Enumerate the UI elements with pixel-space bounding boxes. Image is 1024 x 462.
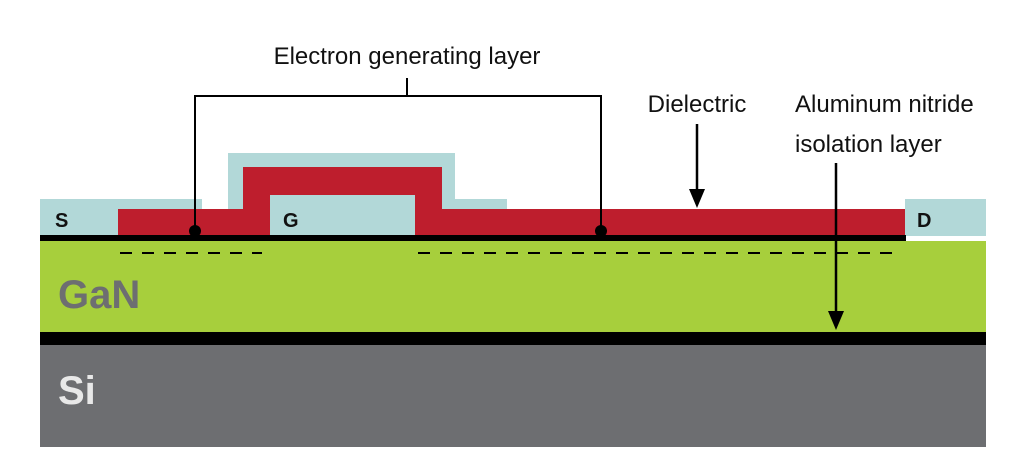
dielectric-arrow-head: [689, 189, 705, 208]
dielectric-label: Dielectric: [648, 91, 747, 118]
aln-isolation-layer: [40, 332, 986, 345]
gate-contact: [270, 195, 415, 236]
gan-layer: [40, 241, 986, 332]
source-label: S: [55, 210, 68, 232]
aln-label-line2: isolation layer: [795, 131, 942, 158]
drain-contact: [905, 199, 986, 236]
electron-layer-dot-right: [595, 225, 607, 237]
gate-label: G: [283, 210, 299, 232]
si-substrate: [40, 345, 986, 447]
gan-label: GaN: [58, 273, 140, 317]
aln-arrow-head: [828, 311, 844, 330]
drain-label: D: [917, 210, 931, 232]
interface-line: [40, 235, 906, 241]
aln-label-line1: Aluminum nitride: [795, 91, 974, 118]
electron-layer-dot-left: [189, 225, 201, 237]
electron-layer-label: Electron generating layer: [274, 43, 541, 70]
si-label: Si: [58, 369, 96, 413]
electron-layer-bracket: [194, 95, 602, 229]
